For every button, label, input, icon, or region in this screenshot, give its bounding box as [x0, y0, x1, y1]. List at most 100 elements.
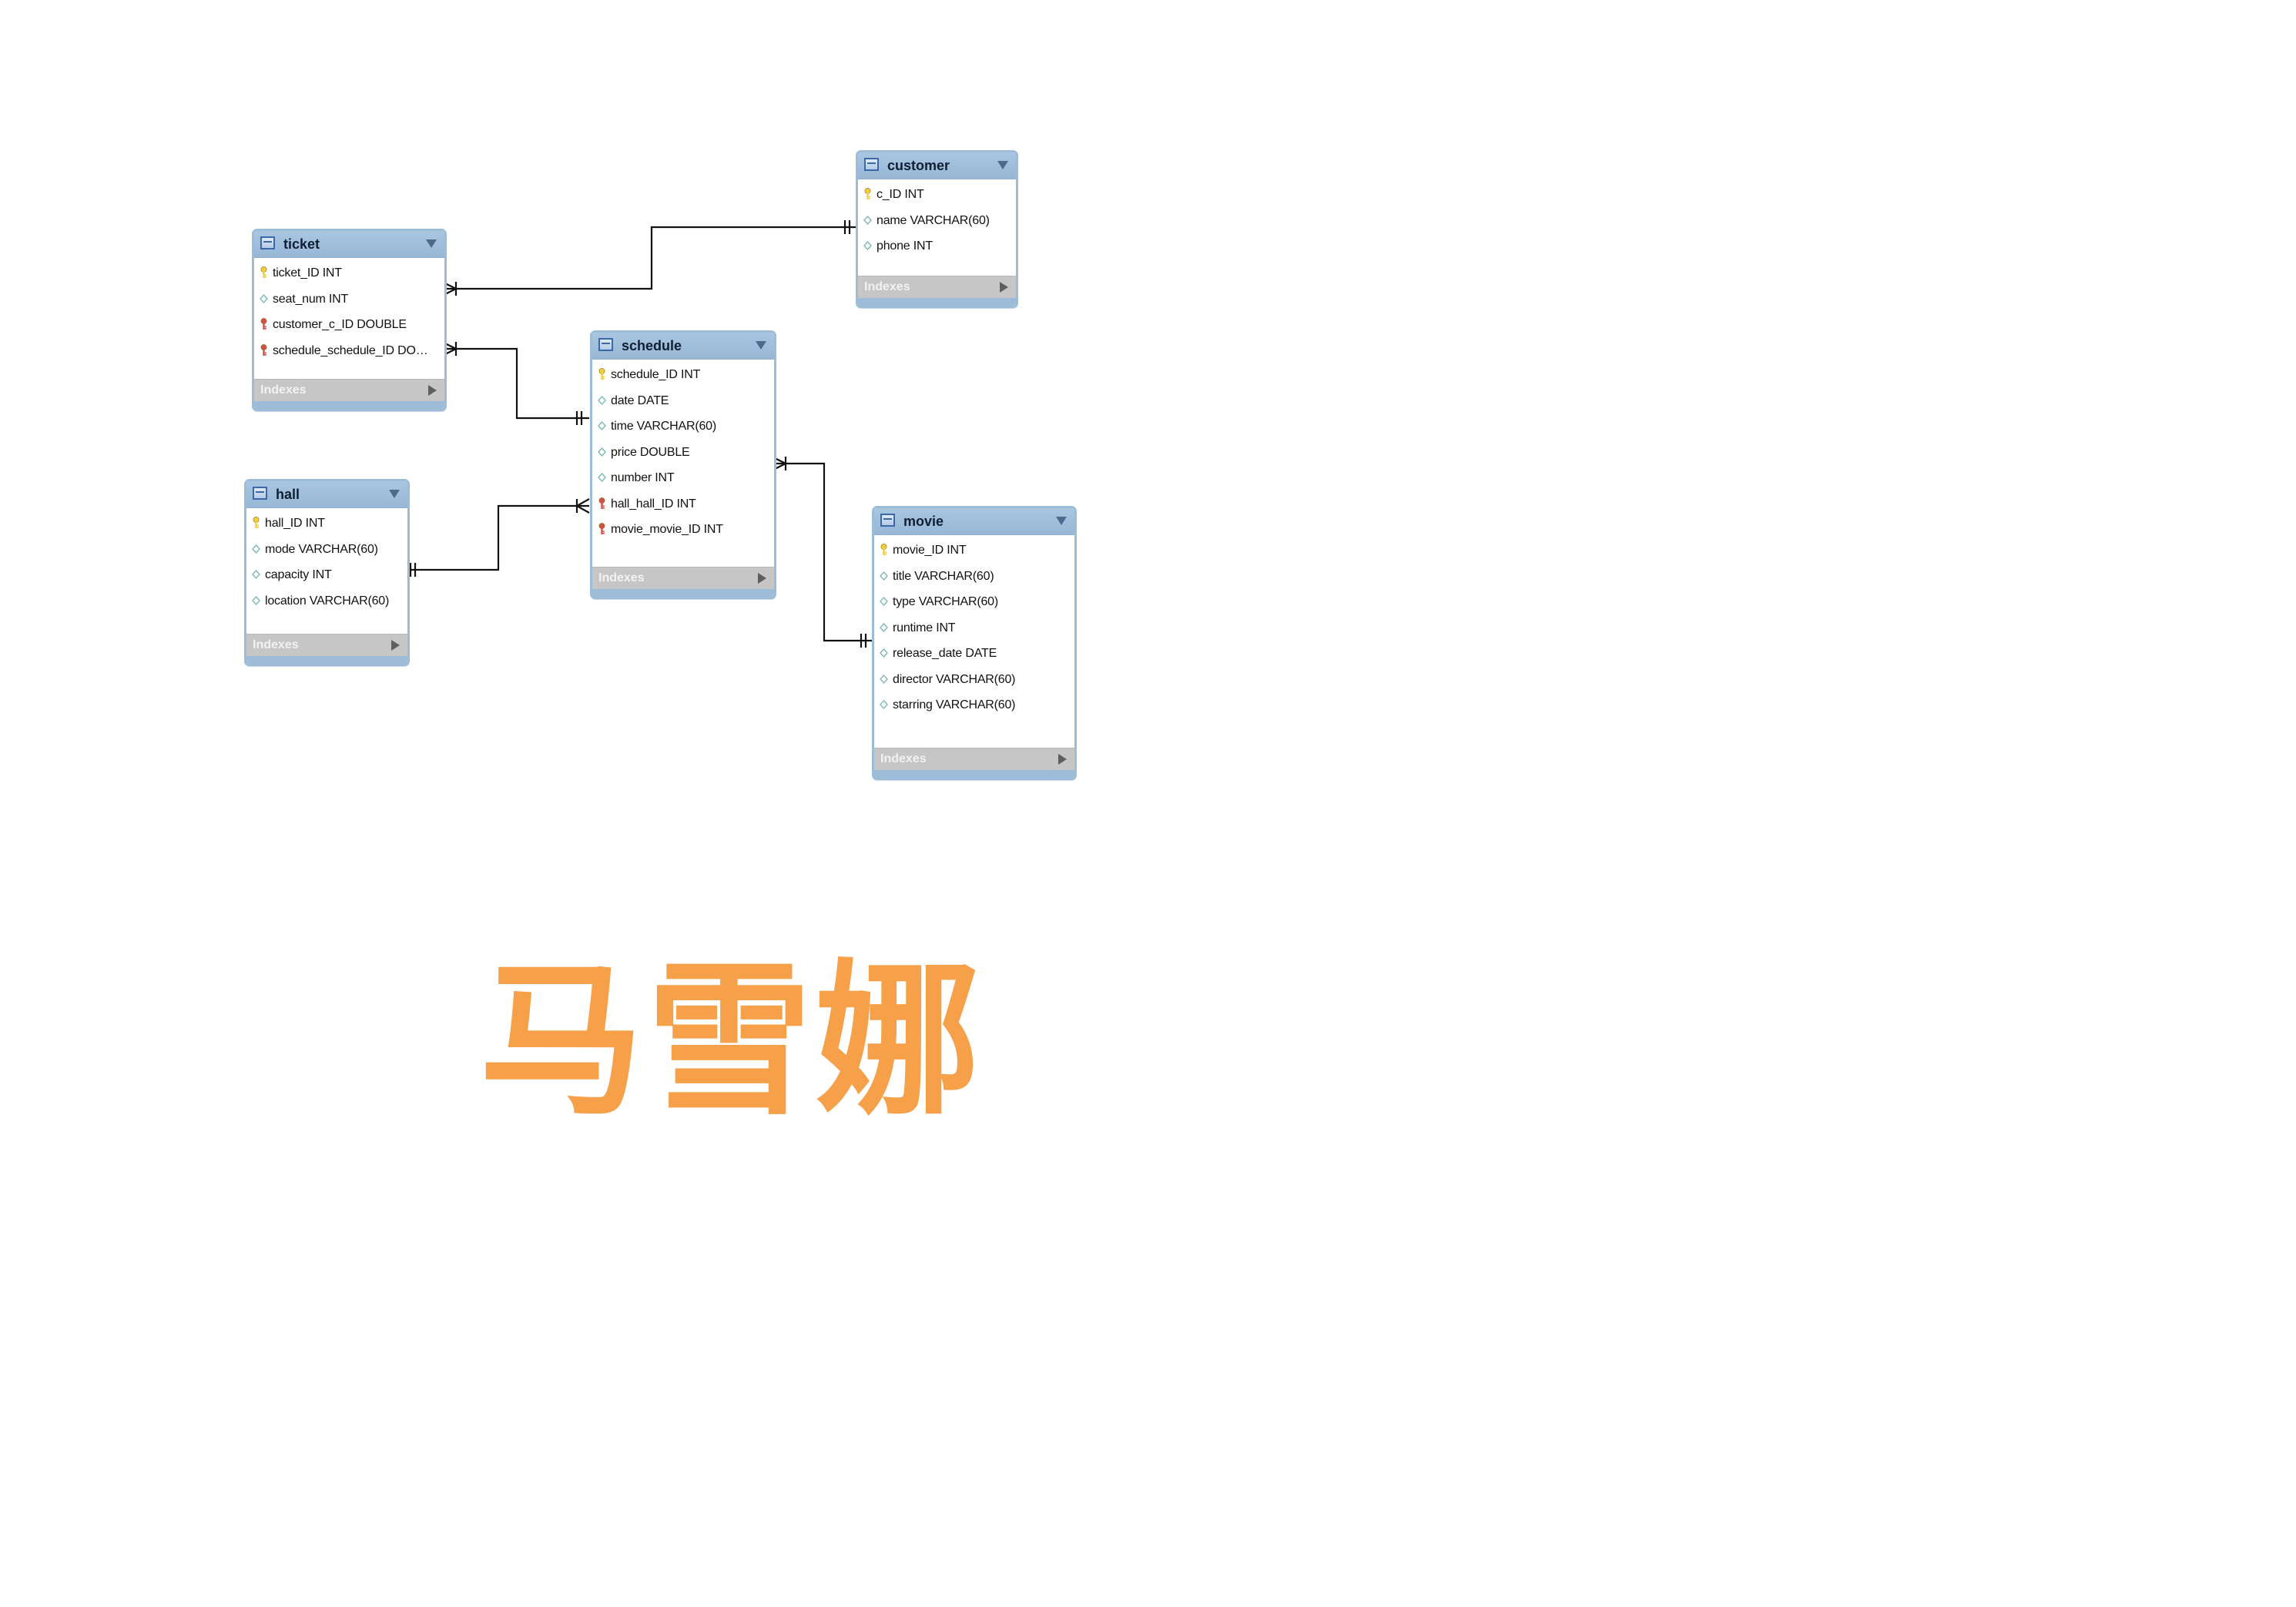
column-label: release_date DATE [893, 647, 997, 660]
column-row[interactable]: starring VARCHAR(60) [874, 692, 1074, 718]
column-label: customer_c_ID DOUBLE [273, 318, 407, 331]
collapse-arrow-icon[interactable] [997, 161, 1008, 169]
column-label: time VARCHAR(60) [611, 420, 716, 433]
primary-key-icon [863, 188, 872, 200]
table-ticket[interactable]: ticket ticket_ID INT seat_num INT customer_… [252, 229, 447, 411]
table-header[interactable]: movie [874, 508, 1074, 535]
table-footer [592, 589, 774, 597]
table-schedule[interactable]: schedule schedule_ID INT date DATE time VAR… [590, 330, 776, 599]
foreign-key-icon [260, 318, 268, 330]
column-row[interactable]: runtime INT [874, 615, 1074, 641]
column-label: director VARCHAR(60) [893, 672, 1016, 686]
column-row[interactable]: number INT [592, 465, 774, 491]
expand-arrow-icon[interactable] [391, 640, 400, 651]
table-icon [598, 338, 613, 351]
column-row[interactable]: location VARCHAR(60) [246, 588, 407, 614]
indexes-section[interactable]: Indexes [592, 567, 774, 589]
column-icon [880, 621, 888, 634]
column-label: hall_hall_ID INT [611, 497, 696, 511]
indexes-label: Indexes [880, 752, 927, 765]
indexes-label: Indexes [260, 383, 307, 397]
column-row[interactable]: type VARCHAR(60) [874, 589, 1074, 615]
column-label: starring VARCHAR(60) [893, 698, 1016, 711]
column-row[interactable]: hall_hall_ID INT [592, 491, 774, 517]
primary-key-icon [880, 544, 888, 556]
column-row[interactable]: name VARCHAR(60) [858, 208, 1016, 234]
column-icon [880, 570, 888, 582]
column-label: schedule_schedule_ID DO… [273, 343, 428, 357]
indexes-section[interactable]: Indexes [246, 634, 407, 656]
column-row[interactable]: director VARCHAR(60) [874, 667, 1074, 693]
column-list: schedule_ID INT date DATE time VARCHAR(60)… [592, 360, 774, 543]
relationship-ticket-customer[interactable] [443, 220, 857, 296]
table-customer[interactable]: customer c_ID INT name VARCHAR(60) phone IN… [856, 150, 1018, 308]
indexes-label: Indexes [253, 638, 299, 651]
indexes-section[interactable]: Indexes [858, 276, 1016, 298]
table-footer [246, 656, 407, 664]
column-icon [260, 293, 268, 305]
table-hall[interactable]: hall hall_ID INT mode VARCHAR(60) capacity … [244, 479, 410, 666]
column-label: phone INT [877, 239, 933, 253]
column-list: hall_ID INT mode VARCHAR(60) capacity INT l… [246, 508, 407, 614]
column-label: name VARCHAR(60) [877, 213, 990, 227]
column-row[interactable]: c_ID INT [858, 182, 1016, 208]
column-icon [880, 673, 888, 685]
relationship-ticket-schedule[interactable] [443, 342, 589, 425]
relationship-schedule-hall[interactable] [405, 498, 590, 577]
indexes-label: Indexes [598, 571, 645, 584]
column-icon [598, 420, 606, 432]
collapse-arrow-icon[interactable] [756, 341, 766, 350]
table-name: ticket [283, 236, 320, 252]
expand-arrow-icon[interactable] [758, 573, 766, 584]
expand-arrow-icon[interactable] [428, 385, 437, 396]
column-icon [598, 446, 606, 458]
primary-key-icon [598, 368, 606, 380]
column-row[interactable]: price DOUBLE [592, 440, 774, 466]
table-name: hall [276, 487, 300, 502]
column-label: schedule_ID INT [611, 368, 701, 381]
watermark-text: 马雪娜 [479, 946, 983, 1137]
indexes-section[interactable]: Indexes [254, 379, 444, 401]
collapse-arrow-icon[interactable] [389, 490, 400, 498]
column-label: price DOUBLE [611, 445, 690, 459]
column-row[interactable]: hall_ID INT [246, 511, 407, 537]
table-icon [253, 487, 267, 500]
column-row[interactable]: seat_num INT [254, 286, 444, 313]
column-row[interactable]: ticket_ID INT [254, 260, 444, 286]
table-header[interactable]: hall [246, 481, 407, 508]
column-label: location VARCHAR(60) [265, 594, 390, 608]
column-row[interactable]: phone INT [858, 233, 1016, 259]
expand-arrow-icon[interactable] [1000, 282, 1008, 293]
column-row[interactable]: schedule_schedule_ID DO… [254, 338, 444, 364]
primary-key-icon [260, 266, 268, 279]
column-label: seat_num INT [273, 292, 349, 306]
column-row[interactable]: movie_ID INT [874, 537, 1074, 564]
table-name: schedule [622, 338, 682, 353]
table-header[interactable]: ticket [254, 231, 444, 258]
table-footer [874, 770, 1074, 778]
column-label: runtime INT [893, 621, 956, 634]
collapse-arrow-icon[interactable] [1056, 517, 1067, 525]
expand-arrow-icon[interactable] [1058, 754, 1067, 765]
column-row[interactable]: date DATE [592, 388, 774, 414]
column-row[interactable]: schedule_ID INT [592, 362, 774, 388]
column-row[interactable]: capacity INT [246, 562, 407, 588]
column-icon [880, 698, 888, 711]
collapse-arrow-icon[interactable] [426, 239, 437, 248]
column-row[interactable]: movie_movie_ID INT [592, 517, 774, 543]
column-row[interactable]: customer_c_ID DOUBLE [254, 312, 444, 338]
table-name: customer [887, 158, 950, 173]
column-row[interactable]: release_date DATE [874, 641, 1074, 667]
column-row[interactable]: title VARCHAR(60) [874, 564, 1074, 590]
indexes-section[interactable]: Indexes [874, 748, 1074, 770]
table-icon [260, 236, 275, 249]
column-row[interactable]: time VARCHAR(60) [592, 413, 774, 440]
column-label: movie_ID INT [893, 544, 967, 557]
column-label: mode VARCHAR(60) [265, 542, 378, 556]
table-movie[interactable]: movie movie_ID INT title VARCHAR(60)type V… [872, 506, 1077, 780]
table-header[interactable]: schedule [592, 333, 774, 360]
column-row[interactable]: mode VARCHAR(60) [246, 537, 407, 563]
table-header[interactable]: customer [858, 152, 1016, 179]
relationship-schedule-movie[interactable] [773, 457, 873, 648]
